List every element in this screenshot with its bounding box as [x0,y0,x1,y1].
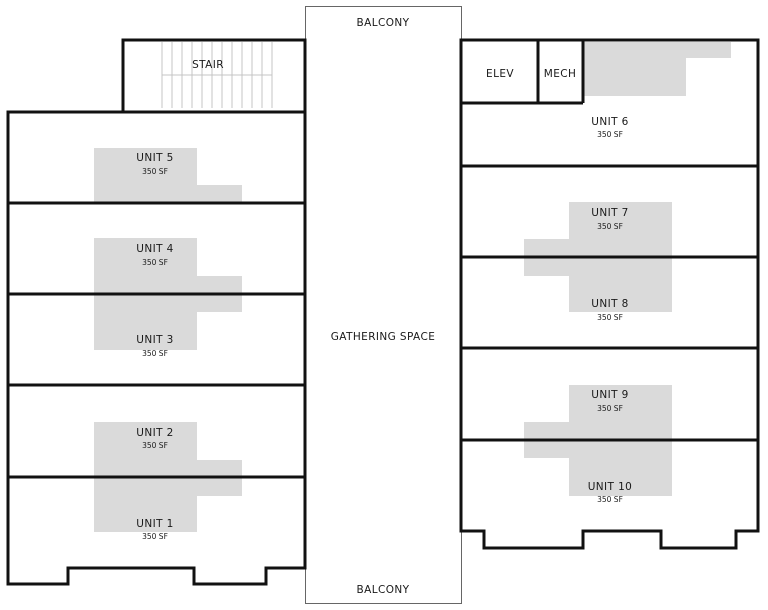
balcony-bottom-label: BALCONY [357,584,410,596]
unit-8-name: UNIT 8 [591,298,628,310]
unit-5-shade [94,148,242,203]
unit-7-name: UNIT 7 [591,207,628,219]
mech-label: MECH [544,68,577,80]
unit-8-area: 350 SF [597,313,623,322]
unit-1-area: 350 SF [142,532,168,541]
unit-5-area: 350 SF [142,167,168,176]
stair-label: STAIR [192,59,224,71]
left-wing-walls [6,38,307,586]
right-shading [524,42,731,496]
gathering-space-label: GATHERING SPACE [331,331,435,343]
stair-enclosure [121,38,307,112]
unit-10-area: 350 SF [597,495,623,504]
right-wing-outline [459,38,760,550]
unit-10-name: UNIT 10 [588,481,633,493]
unit-3-area: 350 SF [142,349,168,358]
right-wing-walls [459,38,760,550]
elev-label: ELEV [486,68,514,80]
unit-5-name: UNIT 5 [136,152,173,164]
gathering-space-outline [305,6,462,604]
unit-6-name: UNIT 6 [591,116,628,128]
unit-1-name: UNIT 1 [136,518,173,530]
unit-4-name: UNIT 4 [136,243,173,255]
unit-3-name: UNIT 3 [136,334,173,346]
unit-6-area: 350 SF [597,130,623,139]
left-wing-outline [6,110,307,586]
unit-9-area: 350 SF [597,404,623,413]
unit-9-name: UNIT 9 [591,389,628,401]
balcony-top-label: BALCONY [357,17,410,29]
unit-2-name: UNIT 2 [136,427,173,439]
mech-shade [584,42,731,96]
unit-7-area: 350 SF [597,222,623,231]
stair-treads [161,42,273,108]
unit-4-area: 350 SF [142,258,168,267]
unit-2-area: 350 SF [142,441,168,450]
